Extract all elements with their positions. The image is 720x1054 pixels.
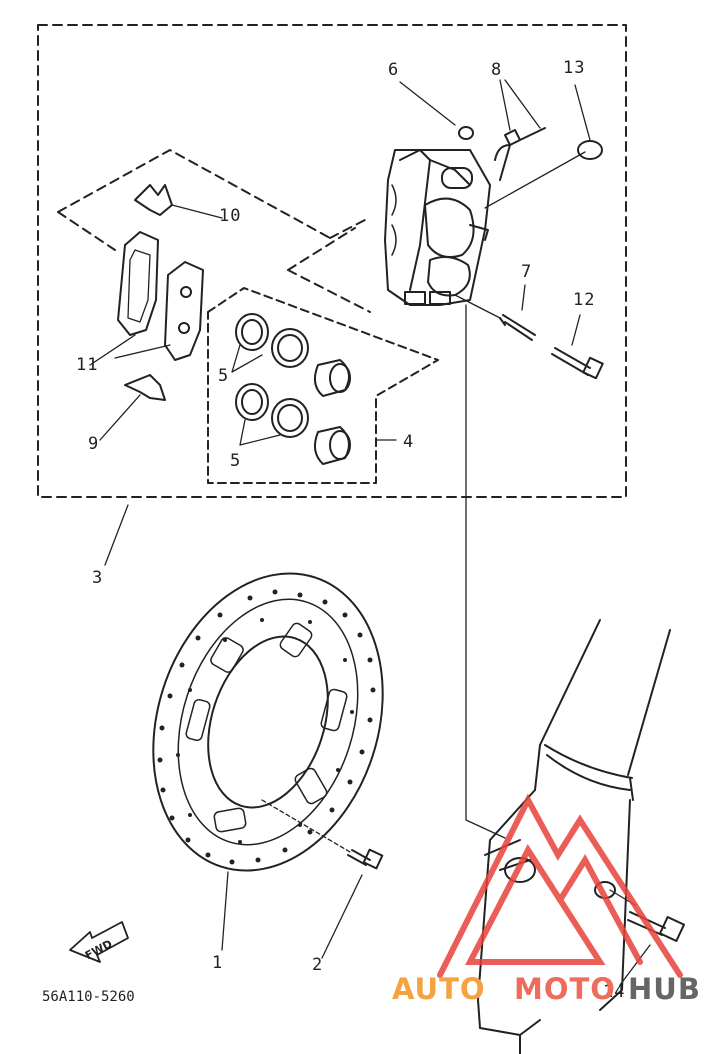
brake-pad-right (164, 261, 204, 361)
callout-13: 13 (563, 58, 586, 78)
pistons (313, 359, 351, 465)
callout-9: 9 (88, 434, 100, 454)
callout-2: 2 (312, 955, 324, 975)
watermark-logo (437, 793, 683, 978)
caliper-cap (577, 140, 603, 160)
watermark-text-moto: MOTO (514, 972, 616, 1006)
callout-14: 14 (603, 982, 626, 1002)
callout-11: 11 (76, 355, 99, 375)
callout-5b: 5 (230, 451, 242, 471)
caliper-bolt (551, 347, 591, 376)
callout-8: 8 (491, 60, 503, 80)
callout-7: 7 (521, 262, 533, 282)
bleed-screw (504, 127, 546, 146)
callout-12: 12 (573, 290, 596, 310)
watermark-text-auto: AUTO (392, 972, 486, 1006)
diagram-code: 56A110-5260 (42, 989, 135, 1005)
caliper-assembly-box (37, 24, 627, 498)
caliper-pin (499, 314, 536, 341)
pad-kit-outline (57, 149, 331, 239)
callout-1: 1 (212, 953, 224, 973)
piston-seals (235, 313, 309, 438)
pad-spring (134, 184, 173, 216)
caliper-body (384, 149, 491, 306)
callout-3: 3 (92, 568, 104, 588)
disc-bolt (347, 849, 371, 866)
callout-4: 4 (403, 432, 415, 452)
seal-kit-outline (207, 287, 439, 484)
callout-5a: 5 (218, 366, 230, 386)
callout-10: 10 (219, 206, 242, 226)
brake-pad-left (117, 231, 159, 336)
pad-clip (124, 374, 166, 401)
brake-disc (152, 572, 384, 872)
callout-6: 6 (388, 60, 400, 80)
watermark-text-hub: HUB (628, 972, 701, 1006)
front-fork (477, 619, 671, 1054)
bleed-cap (458, 126, 474, 140)
fwd-arrow (69, 921, 129, 963)
